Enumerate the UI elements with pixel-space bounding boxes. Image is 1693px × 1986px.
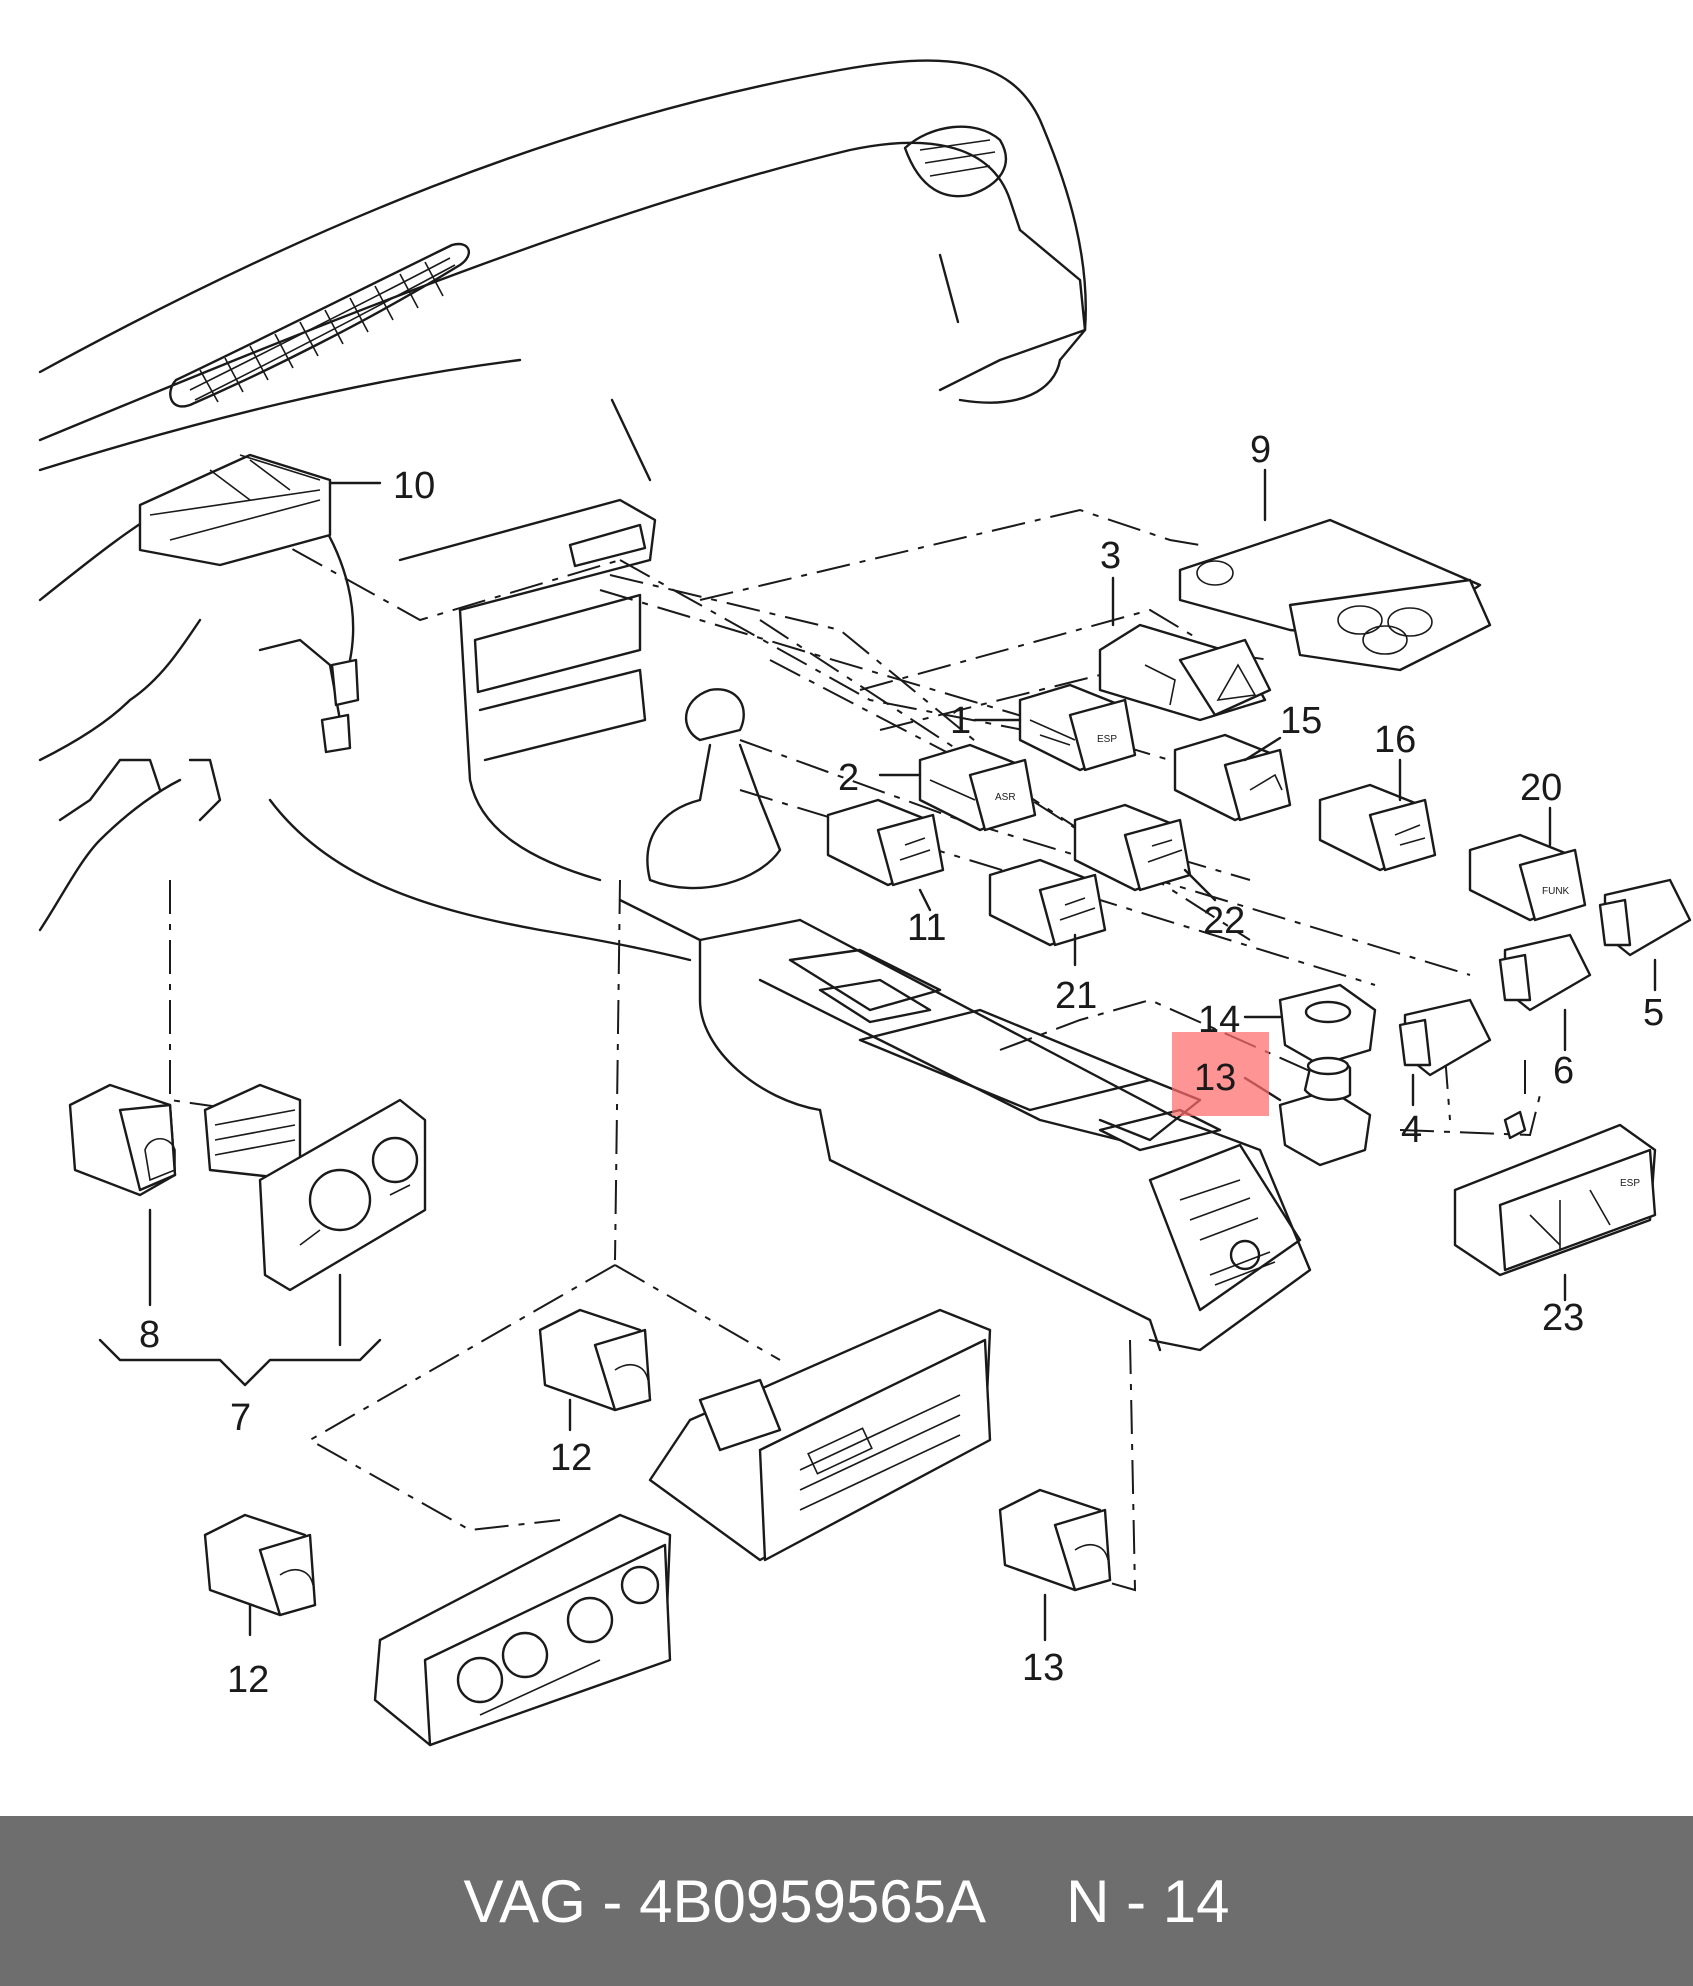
part-6-blank-plate (1498, 933, 1592, 1012)
callout-22: 22 (1203, 900, 1245, 942)
callout-1: 1 (950, 700, 971, 742)
part-10-air-vent (138, 453, 332, 567)
callout-13: 13 (1022, 1647, 1064, 1689)
callout-21: 21 (1055, 975, 1097, 1017)
callout-4: 4 (1401, 1109, 1422, 1151)
callout-8: 8 (139, 1314, 160, 1356)
climate-control-unit-upper (648, 1308, 992, 1562)
part-9-storage-tray (1178, 518, 1492, 672)
part-number-text: VAG - 4B0959565A N - 14 (463, 1867, 1230, 1935)
highlight-box (1172, 1032, 1269, 1116)
callout-3: 3 (1100, 535, 1121, 577)
callout-5: 5 (1643, 992, 1664, 1034)
callout-20: 16 (1374, 719, 1416, 761)
part-13-switch (998, 1488, 1112, 1592)
callout-9: 9 (1250, 429, 1271, 471)
svg-text:ASR: ASR (995, 792, 1016, 803)
callout-16: 15 (1280, 700, 1322, 742)
callout-2: 2 (838, 757, 859, 799)
callout-12-upper: 12 (550, 1437, 592, 1479)
part-16-switch (1173, 733, 1292, 822)
svg-text:FUNK: FUNK (1542, 886, 1570, 897)
part-4-blank-plate (1398, 998, 1492, 1077)
part-20-switch (1318, 783, 1437, 872)
callout-7: 7 (230, 1397, 251, 1439)
callout-11: 11 (907, 907, 946, 949)
part-8-rotary-switch (68, 1083, 177, 1197)
part-12-upper-switch (538, 1308, 652, 1412)
part-24-switch-module: ESP (1453, 1110, 1657, 1277)
callout-24: 23 (1542, 1297, 1584, 1339)
callout-12-lower: 12 (227, 1659, 269, 1701)
part-21-switch (988, 858, 1107, 947)
part-5-blank-plate (1598, 878, 1692, 957)
part-15-cover (1278, 983, 1377, 1067)
svg-text:ESP: ESP (1097, 734, 1117, 745)
climate-control-unit-lower (373, 1513, 672, 1747)
part-3-hazard-switch (1098, 623, 1272, 722)
callout-6: 6 (1553, 1050, 1574, 1092)
svg-text:ESP: ESP (1620, 1178, 1640, 1189)
part-23-funk-switch: FUNK (1468, 833, 1587, 922)
callout-14: 13 (1194, 1057, 1236, 1099)
callout-23: 20 (1520, 767, 1562, 809)
part-22-switch (1073, 803, 1192, 892)
part-7-light-switch-panel (203, 1083, 427, 1292)
part-2-asr-switch: ASR (918, 743, 1037, 832)
callout-10: 10 (393, 465, 435, 507)
part-number-footer: VAG - 4B0959565A N - 14 (0, 1816, 1693, 1986)
part-1-esp-switch: ESP (1018, 683, 1137, 772)
part-14-knob (1278, 1056, 1372, 1167)
dashboard-exploded-diagram: ESP ASR FUNK (38, 59, 1692, 1747)
callout-15: 14 (1198, 999, 1240, 1041)
part-11-switch (826, 798, 945, 887)
callout-labels: 10 9 3 1 2 11 21 22 15 16 20 5 6 4 14 13… (139, 429, 1664, 1701)
part-12-lower-switch (203, 1513, 317, 1617)
